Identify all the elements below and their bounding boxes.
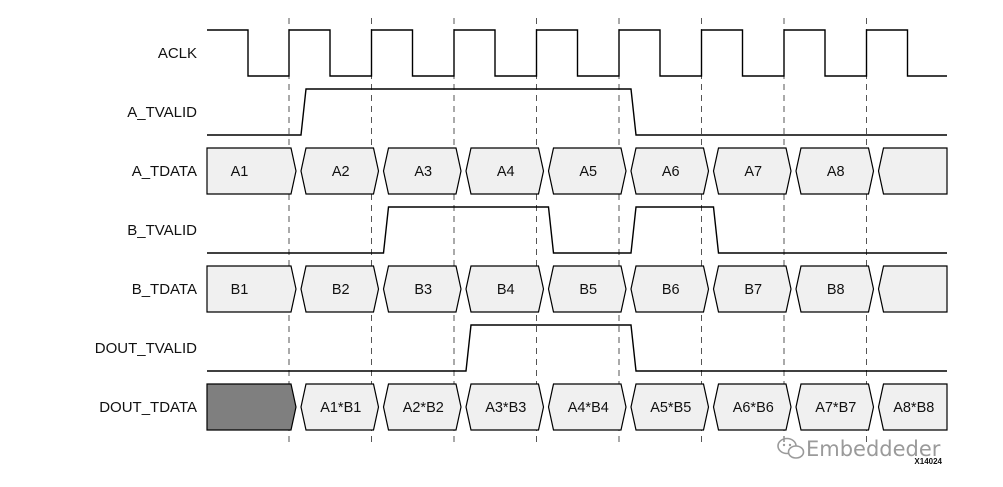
- signal-label: ACLK: [158, 45, 197, 62]
- bus-cell: [630, 383, 710, 431]
- bus-cell: [547, 383, 627, 431]
- clock-waveform: [207, 29, 947, 77]
- bus-cell: [382, 383, 462, 431]
- bus-cell-value: A6: [662, 164, 680, 180]
- bus-cell: [300, 147, 380, 195]
- wechat-icon: [777, 437, 805, 459]
- bus-cell: [382, 147, 462, 195]
- bus-cell-value: B4: [497, 282, 515, 298]
- bus-cell-value: A8*B8: [893, 400, 934, 416]
- bus-cell-value: B8: [827, 282, 845, 298]
- bus-cell-value: B6: [662, 282, 680, 298]
- bus-cell: [547, 147, 627, 195]
- signal-a-tvalid: A_TVALID: [127, 88, 947, 136]
- bus-cell: [465, 265, 545, 313]
- bus-cell-value: B1: [231, 282, 249, 298]
- bus-cell-value: A1: [231, 164, 249, 180]
- clock-edge-guides: [288, 18, 867, 442]
- bus-cell-value: B2: [332, 282, 350, 298]
- bus-cell-value: A5*B5: [650, 400, 691, 416]
- bus-cell-value: A4*B4: [568, 400, 609, 416]
- bus-cell: [547, 265, 627, 313]
- signal-rows: ACLK A_TVALID A_TDATA A1 A2 A3 A4 A5 A6 A7 A8B_TVA…: [95, 29, 948, 431]
- bus-cell-value: A2: [332, 164, 350, 180]
- signal-aclk: ACLK: [158, 29, 947, 77]
- signal-label: DOUT_TVALID: [95, 340, 197, 357]
- bus-cell: [300, 265, 380, 313]
- bus-cell: [465, 147, 545, 195]
- bus-cell-value: A3*B3: [485, 400, 526, 416]
- signal-label: A_TDATA: [132, 163, 197, 180]
- watermark-text: Embeddeder: [806, 437, 941, 461]
- bus-cell-value: A1*B1: [320, 400, 361, 416]
- undefined-data-cell: [206, 383, 297, 431]
- signal-label: B_TDATA: [132, 281, 197, 298]
- bus-cell-value: A2*B2: [403, 400, 444, 416]
- valid-waveform: [207, 88, 947, 136]
- bus-cell: [206, 147, 297, 195]
- bus-cell-value: A3: [414, 164, 432, 180]
- signal-a-tdata: A_TDATA A1 A2 A3 A4 A5 A6 A7 A8: [132, 147, 948, 195]
- bus-cell: [300, 383, 380, 431]
- watermark: Embeddeder: [777, 437, 941, 461]
- bus-cell: [712, 383, 792, 431]
- bus-cell: [712, 147, 792, 195]
- signal-label: DOUT_TDATA: [99, 399, 197, 416]
- bus-cell: [465, 383, 545, 431]
- bus-cell: [712, 265, 792, 313]
- bus-cell-value: B5: [579, 282, 597, 298]
- bus-cell-value: A7*B7: [815, 400, 856, 416]
- signal-b-tdata: B_TDATA B1 B2 B3 B4 B5 B6 B7 B8: [132, 265, 948, 313]
- bus-cell-value: A5: [579, 164, 597, 180]
- bus-cell-value: A8: [827, 164, 845, 180]
- bus-cell: [877, 265, 948, 313]
- bus-cell: [630, 147, 710, 195]
- valid-waveform: [207, 206, 947, 254]
- signal-label: B_TVALID: [127, 222, 197, 239]
- bus-cell: [877, 383, 948, 431]
- bus-cell: [630, 265, 710, 313]
- signal-b-tvalid: B_TVALID: [127, 206, 947, 254]
- bus-cell-value: B7: [744, 282, 762, 298]
- signal-dout-tvalid: DOUT_TVALID: [95, 324, 947, 372]
- bus-cell: [795, 265, 875, 313]
- bus-cell: [795, 383, 875, 431]
- bus-cell-value: A6*B6: [733, 400, 774, 416]
- valid-waveform: [207, 324, 947, 372]
- signal-label: A_TVALID: [127, 104, 197, 121]
- bus-cell: [795, 147, 875, 195]
- bus-cell-value: A7: [744, 164, 762, 180]
- bus-cell: [382, 265, 462, 313]
- bus-cell-value: B3: [414, 282, 432, 298]
- bus-cell-value: A4: [497, 164, 515, 180]
- bus-cell: [206, 265, 297, 313]
- signal-dout-tdata: DOUT_TDATA A1*B1 A2*B2 A3*B3 A4*B4 A5*B5 A6*B6…: [99, 383, 948, 431]
- bus-cell: [877, 147, 948, 195]
- figure-id: X14024: [914, 457, 942, 466]
